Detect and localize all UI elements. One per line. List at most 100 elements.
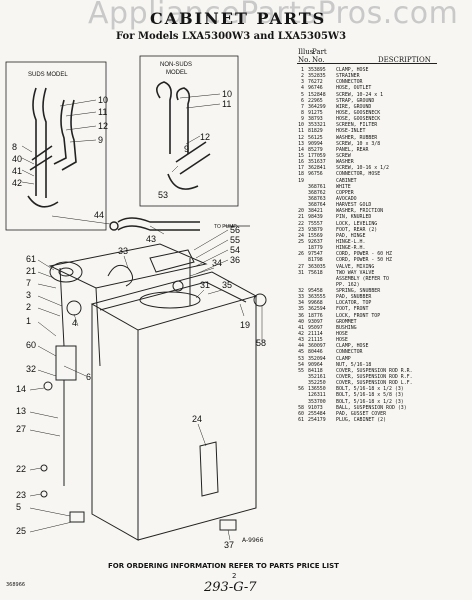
callout: 33 — [118, 246, 128, 256]
callout: 35 — [222, 280, 232, 290]
parts-row-description: HINGE-L.H. — [336, 238, 366, 245]
parts-row-part-number: 352250 — [308, 380, 326, 387]
parts-row-ref: 14 — [298, 146, 304, 153]
parts-row-part-number: 90994 — [308, 140, 323, 147]
callout: 7 — [26, 278, 31, 288]
parts-row-ref: 45 — [298, 349, 304, 356]
parts-row-part-number: 18776 — [308, 312, 323, 319]
parts-row: 42 21114 HOSE — [294, 331, 464, 337]
parts-row-ref: 33 — [298, 294, 304, 301]
page-title: CABINET PARTS — [150, 9, 327, 28]
parts-row-part-number: 56125 — [308, 134, 323, 141]
parts-row-part-number: 15569 — [308, 232, 323, 239]
parts-row-description: HOSE — [336, 331, 348, 338]
parts-row-description: SCREEN, FILTER — [336, 122, 378, 129]
callout: 27 — [16, 424, 26, 434]
callout: 14 — [16, 384, 26, 394]
parts-row-description: CLAMP — [336, 355, 351, 362]
parts-row-ref: 12 — [298, 134, 304, 141]
parts-row-part-number: 352161 — [308, 374, 326, 381]
parts-row-part-number: 38421 — [308, 208, 323, 215]
callout: 53 — [158, 190, 168, 200]
callout: 32 — [26, 364, 36, 374]
parts-row-part-number: 81829 — [308, 128, 323, 135]
callout: 12 — [200, 132, 210, 142]
parts-row-ref: 43 — [298, 337, 304, 344]
parts-row-description: CORD, POWER - 60 HZ — [336, 251, 392, 258]
parts-row-part-number: 368761 — [308, 183, 326, 190]
parts-row-ref: 60 — [298, 410, 304, 417]
footer-note: FOR ORDERING INFORMATION REFER TO PARTS … — [108, 562, 339, 570]
parts-row-ref: 31 — [298, 269, 304, 276]
parts-row-part-number: 95097 — [308, 324, 323, 331]
parts-row-part-number: 351637 — [308, 159, 326, 166]
parts-row-part-number: 95458 — [308, 288, 323, 295]
parts-row-part-number: 93097 — [308, 318, 323, 325]
parts-row-part-number: 353321 — [308, 122, 326, 129]
parts-row-ref: 7 — [301, 103, 304, 110]
parts-row-ref: 42 — [298, 331, 304, 338]
callout: 9 — [184, 144, 189, 154]
parts-row-description: CLAMP, HOSE — [336, 67, 369, 73]
col-header-description: DESCRIPTION — [378, 56, 431, 64]
parts-row-description: PAD, HINGE — [336, 232, 366, 239]
callout: 54 — [230, 245, 240, 255]
parts-row-description: PANEL, REAR — [336, 146, 369, 153]
callout: 34 — [212, 258, 222, 268]
parts-row-ref: 6 — [301, 97, 304, 104]
col-header-illus: Illus. — [298, 48, 316, 56]
callout: 1 — [26, 316, 31, 326]
parts-row-description: COVER, SUSPENSION ROD L.F. — [336, 380, 413, 387]
parts-row-ref: 32 — [298, 288, 304, 295]
parts-row-description: PLUG, CABINET (2) — [336, 417, 387, 424]
parts-row-part-number: 21114 — [308, 331, 323, 338]
parts-row-ref: 5 — [301, 91, 304, 98]
parts-row-description: SCREW, 10-24 x 1 — [336, 91, 384, 98]
callout: 25 — [16, 526, 26, 536]
parts-row-part-number: 22965 — [308, 97, 323, 104]
watermark: AppliancePartsPros.com — [88, 0, 459, 31]
cabinet — [90, 271, 258, 541]
feet-and-rollers — [40, 293, 267, 531]
parts-row-part-number: 126311 — [308, 392, 326, 399]
parts-row-ref: 17 — [298, 165, 304, 172]
parts-row-part-number: 18779 — [308, 245, 323, 252]
col-header-part: Part — [312, 48, 327, 56]
parts-row-ref: 21 — [298, 214, 304, 221]
parts-row-ref: 15 — [298, 152, 304, 159]
outlet-hose — [109, 217, 200, 231]
non-suds-hoses — [156, 81, 211, 190]
header-rule — [297, 63, 437, 64]
parts-row-description: HOSE, GOOSENECK — [336, 116, 381, 123]
parts-row-description: LOCATOR, TOP — [336, 300, 372, 307]
parts-row-part-number: 76272 — [308, 79, 323, 86]
parts-row-ref: 54 — [298, 361, 304, 368]
parts-row-description: STRAP, GROUND — [336, 97, 375, 104]
callout: 11 — [222, 99, 231, 109]
suds-model-label: SUDS MODEL — [28, 72, 68, 78]
page-subtitle: For Models LXA5300W3 and LXA5305W3 — [116, 31, 347, 42]
callout: 2 — [26, 302, 31, 312]
parts-row-part-number: 362594 — [308, 306, 326, 313]
non-suds-model-inset — [139, 55, 239, 207]
suds-hoses — [27, 87, 77, 208]
parts-row-ref: 16 — [298, 159, 304, 166]
parts-row-ref: 27 — [298, 263, 304, 270]
parts-row-ref: 53 — [298, 355, 304, 362]
leader-lines — [21, 93, 263, 541]
parts-row-part-number: 360097 — [308, 343, 326, 350]
